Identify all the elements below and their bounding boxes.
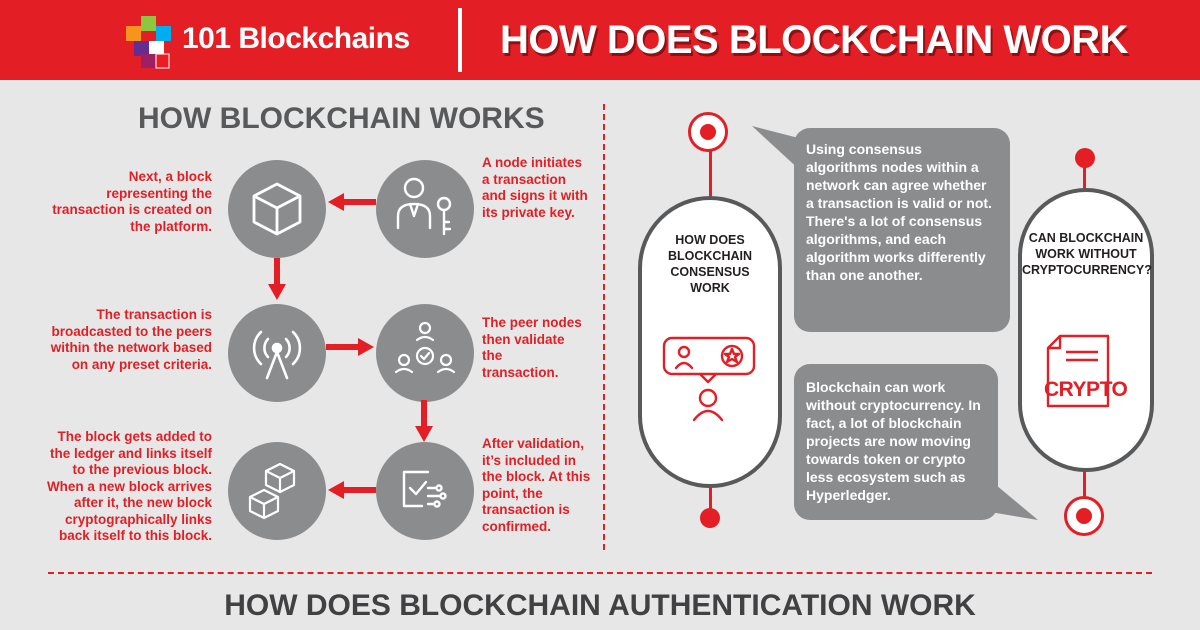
step-4-circle bbox=[376, 304, 474, 402]
step-6-circle bbox=[228, 442, 326, 540]
timeline-dot-bottom-left bbox=[700, 508, 720, 528]
timeline-dot-top-right bbox=[1075, 148, 1095, 168]
footer-title: HOW DOES BLOCKCHAIN AUTHENTICATION WORK bbox=[224, 589, 976, 622]
arrow-left-icon bbox=[328, 481, 376, 499]
crypto-bubble-text: Blockchain can work without cryptocurren… bbox=[806, 379, 981, 503]
logo-cubes-icon bbox=[126, 16, 171, 69]
broadcast-antenna-icon bbox=[252, 330, 302, 380]
timeline-pin-top-left bbox=[688, 112, 728, 152]
header-divider bbox=[458, 8, 462, 72]
section-title-how-blockchain-works: HOW BLOCKCHAIN WORKS bbox=[138, 102, 545, 135]
horizontal-divider bbox=[48, 572, 1152, 574]
consensus-bubble: Using consensus algorithms nodes within … bbox=[794, 128, 1010, 332]
consensus-bubble-text: Using consensus algorithms nodes within … bbox=[806, 141, 992, 283]
arrow-down-icon bbox=[268, 258, 286, 300]
peer-network-icon bbox=[394, 321, 456, 374]
consensus-capsule bbox=[638, 196, 782, 488]
consensus-title: HOW DOES BLOCKCHAIN CONSENSUS WORK bbox=[667, 233, 753, 295]
step-2-circle bbox=[228, 160, 326, 258]
step-5-text: After validation, it’s included in the b… bbox=[482, 436, 591, 534]
step-2-text: Next, a block representing the transacti… bbox=[52, 169, 212, 234]
arrow-left-icon bbox=[328, 193, 376, 211]
step-3-text: The transaction is broadcasted to the pe… bbox=[50, 307, 212, 372]
step-1-circle bbox=[376, 160, 474, 258]
step-1-text: A node initiates a transaction and signs… bbox=[482, 155, 588, 220]
step-6-text: The block gets added to the ledger and l… bbox=[46, 429, 212, 543]
step-5-circle bbox=[376, 442, 474, 540]
page-title: HOW DOES BLOCKCHAIN WORK bbox=[500, 18, 1128, 62]
cube-icon bbox=[252, 182, 302, 236]
step-3-circle bbox=[228, 304, 326, 402]
user-key-icon bbox=[396, 177, 452, 236]
step-4-text: The peer nodes then validate the transac… bbox=[482, 315, 582, 380]
arrow-right-icon bbox=[326, 338, 374, 356]
timeline-pin-bottom-right bbox=[1064, 496, 1104, 536]
validation-circuit-icon bbox=[402, 470, 447, 508]
crypto-capsule bbox=[1018, 188, 1154, 472]
vertical-divider bbox=[603, 104, 605, 550]
crypto-title: CAN BLOCKCHAIN WORK WITHOUT CRYPTOCURREN… bbox=[1022, 231, 1152, 277]
crypto-bubble: Blockchain can work without cryptocurren… bbox=[794, 364, 998, 520]
consensus-chat-icon bbox=[662, 336, 756, 422]
header-bar: 101 Blockchains HOW DOES BLOCKCHAIN WORK bbox=[0, 0, 1200, 80]
crypto-document-icon bbox=[1046, 334, 1110, 408]
brand-name: 101 Blockchains bbox=[182, 22, 410, 55]
linked-blocks-icon bbox=[248, 462, 296, 520]
crypto-badge: CRYPTO bbox=[1044, 378, 1128, 401]
arrow-down-icon bbox=[415, 400, 433, 442]
